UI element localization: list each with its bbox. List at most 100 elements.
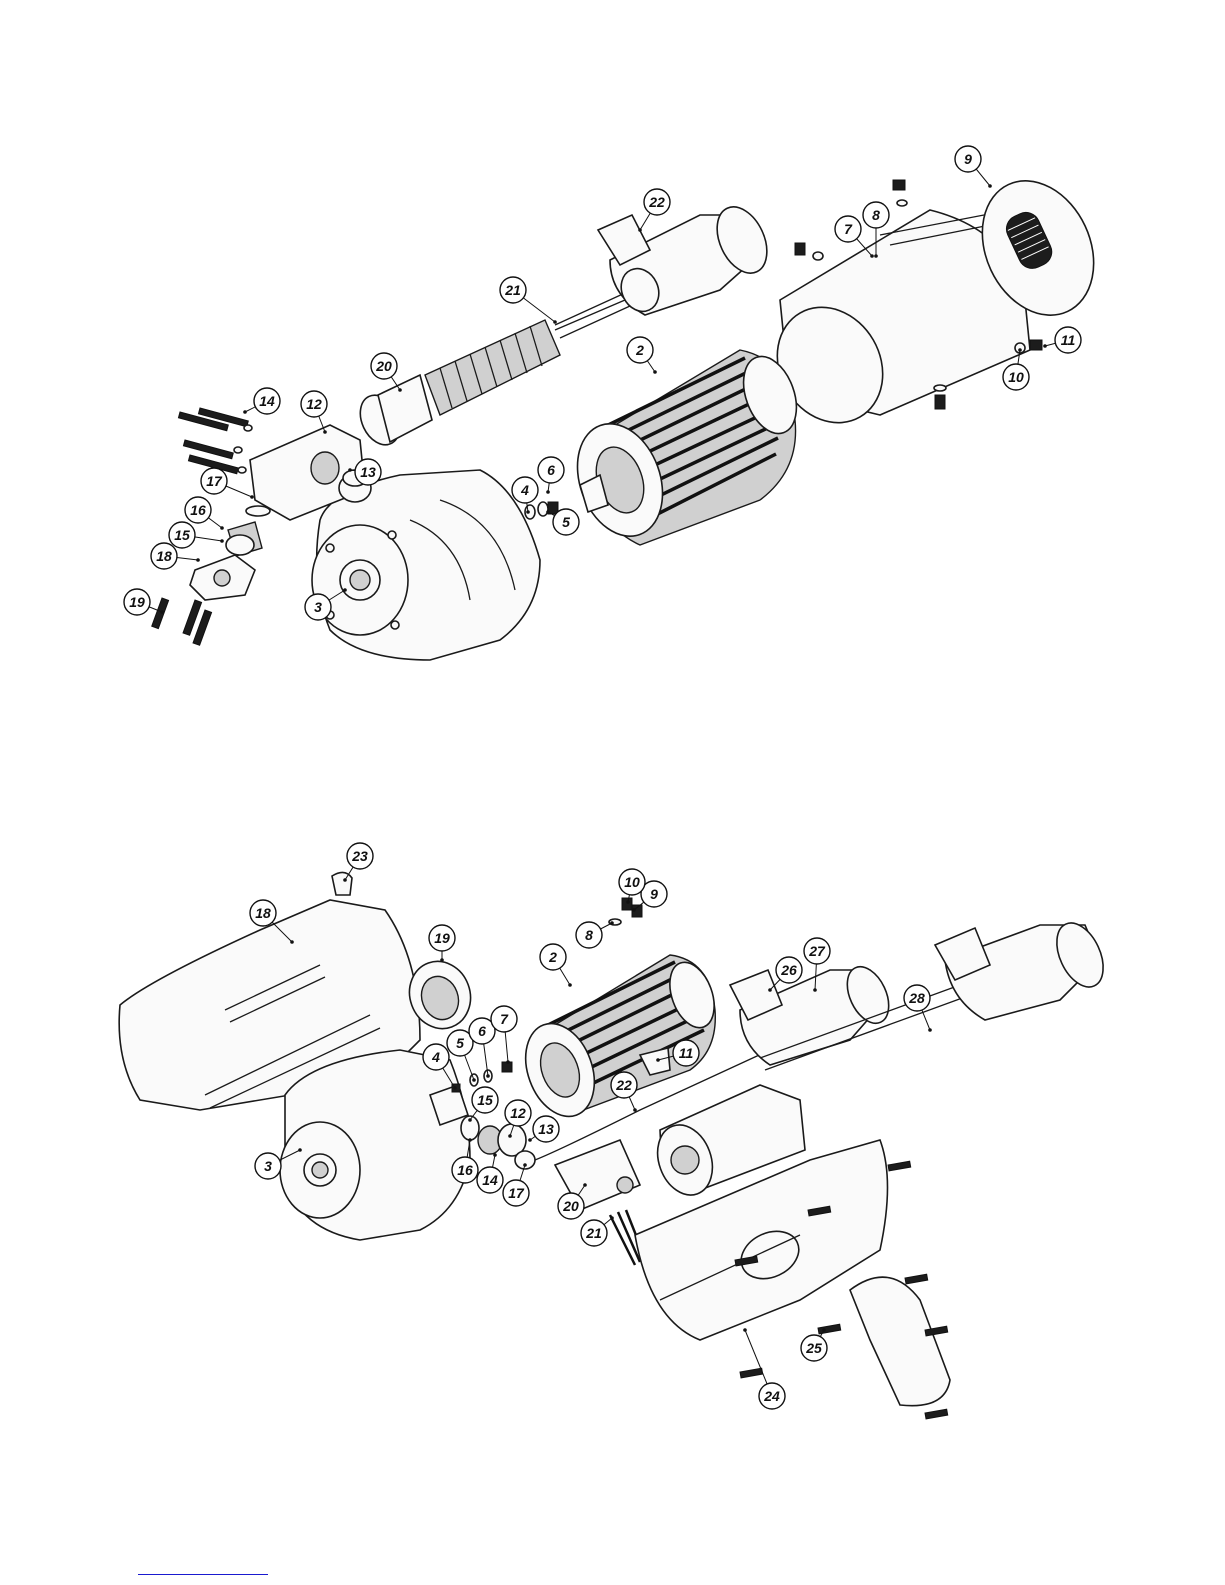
callout-top-9: 9 [955, 146, 992, 188]
callout-leader-dot [468, 1138, 472, 1142]
callout-label: 18 [255, 905, 271, 921]
callout-leader-dot [243, 410, 247, 414]
callout-label: 16 [457, 1162, 473, 1178]
callout-top-17: 17 [201, 468, 254, 499]
callout-label: 5 [562, 514, 570, 530]
callout-leader-dot [822, 1328, 826, 1332]
callout-leader-dot [928, 1028, 932, 1032]
callout-label: 19 [129, 594, 145, 610]
callout-label: 9 [964, 151, 972, 167]
callout-leader-dot [453, 1086, 457, 1090]
callout-label: 25 [805, 1340, 822, 1356]
callout-leader-dot [343, 878, 347, 882]
top-assembly [152, 163, 1115, 660]
callout-leader-dot [523, 1163, 527, 1167]
callout-label: 21 [504, 282, 521, 298]
callout-leader-dot [468, 1118, 472, 1122]
callout-label: 12 [510, 1105, 526, 1121]
callout-leader-dot [472, 1078, 476, 1082]
callout-leader-dot [348, 468, 352, 472]
callout-label: 10 [1008, 369, 1024, 385]
callout-label: 2 [635, 342, 644, 358]
callout-label: 13 [360, 464, 376, 480]
callout-leader-dot [743, 1328, 747, 1332]
callout-label: 9 [650, 886, 658, 902]
callout-leader-dot [553, 320, 557, 324]
callout-label: 24 [763, 1388, 780, 1404]
callout-label: 15 [477, 1092, 493, 1108]
cable-plug-lower [730, 960, 897, 1065]
callout-leader-dot [506, 1060, 510, 1064]
callout-label: 27 [808, 943, 826, 959]
callout-label: 4 [520, 482, 529, 498]
callout-leader-dot [546, 510, 550, 514]
callout-label: 8 [872, 207, 880, 223]
callout-leader-dot [220, 539, 224, 543]
callout-leader-dot [196, 558, 200, 562]
callout-leader-dot [546, 490, 550, 494]
callout-leader-dot [632, 908, 636, 912]
cap-plug [332, 872, 352, 895]
callout-top-20: 20 [371, 353, 402, 392]
callout-leader-dot [493, 1153, 497, 1157]
callout-top-6: 6 [538, 457, 564, 494]
callout-leader-dot [220, 526, 224, 530]
callout-bottom-2: 2 [540, 944, 572, 987]
callout-top-21: 21 [500, 277, 557, 324]
callout-label: 22 [615, 1077, 632, 1093]
callout-top-22: 22 [638, 189, 670, 232]
callout-leader-dot [440, 958, 444, 962]
callout-leader-dot [656, 1058, 660, 1062]
screws-19 [152, 598, 212, 645]
callout-bottom-22: 22 [611, 1072, 637, 1112]
callout-leader-dot [323, 430, 327, 434]
footer-link-underline[interactable] [138, 1574, 268, 1575]
callout-label: 20 [375, 358, 392, 374]
coupler-nut [353, 375, 432, 451]
bolts-14 [178, 408, 252, 474]
callout-label: 11 [1061, 332, 1076, 348]
callout-leader-dot [160, 610, 164, 614]
callout-label: 26 [780, 962, 797, 978]
callout-leader-dot [874, 254, 878, 258]
callout-label: 3 [314, 599, 322, 615]
callout-label: 14 [482, 1172, 498, 1188]
callout-leader-dot [638, 228, 642, 232]
callout-leader-dot [633, 1108, 637, 1112]
callout-leader-dot [250, 495, 254, 499]
callout-label: 14 [259, 393, 275, 409]
callout-bottom-21: 21 [581, 1216, 614, 1246]
callout-label: 17 [508, 1185, 525, 1201]
callout-label: 8 [585, 927, 593, 943]
callout-leader-dot [298, 1148, 302, 1152]
callout-leader-dot [526, 510, 530, 514]
callout-label: 3 [264, 1158, 272, 1174]
callout-label: 6 [547, 462, 555, 478]
callout-leader-dot [653, 370, 657, 374]
callout-label: 7 [844, 221, 853, 237]
callout-label: 10 [624, 874, 640, 890]
screws-8-9-10 [609, 898, 642, 925]
callout-label: 19 [434, 930, 450, 946]
callout-leader-dot [398, 388, 402, 392]
callout-leader-dot [1043, 344, 1047, 348]
callout-bottom-15: 15 [468, 1087, 498, 1122]
callout-bottom-6: 6 [469, 1018, 495, 1078]
callout-leader-dot [508, 1134, 512, 1138]
callout-label: 6 [478, 1023, 486, 1039]
callout-bottom-24: 24 [743, 1328, 785, 1409]
callout-leader-dot [988, 184, 992, 188]
callout-top-15: 15 [169, 522, 224, 548]
callout-leader-dot [813, 988, 817, 992]
callout-leader-dot [626, 900, 630, 904]
callout-leader-dot [610, 921, 614, 925]
callout-leader-dot [610, 1216, 614, 1220]
callout-bottom-23: 23 [343, 843, 373, 882]
callout-label: 18 [156, 548, 172, 564]
callout-leader-dot [290, 940, 294, 944]
callout-top-14: 14 [243, 388, 280, 414]
callout-label: 28 [908, 990, 925, 1006]
callout-leader-dot [528, 1138, 532, 1142]
washers-4-5-6 [525, 502, 558, 519]
